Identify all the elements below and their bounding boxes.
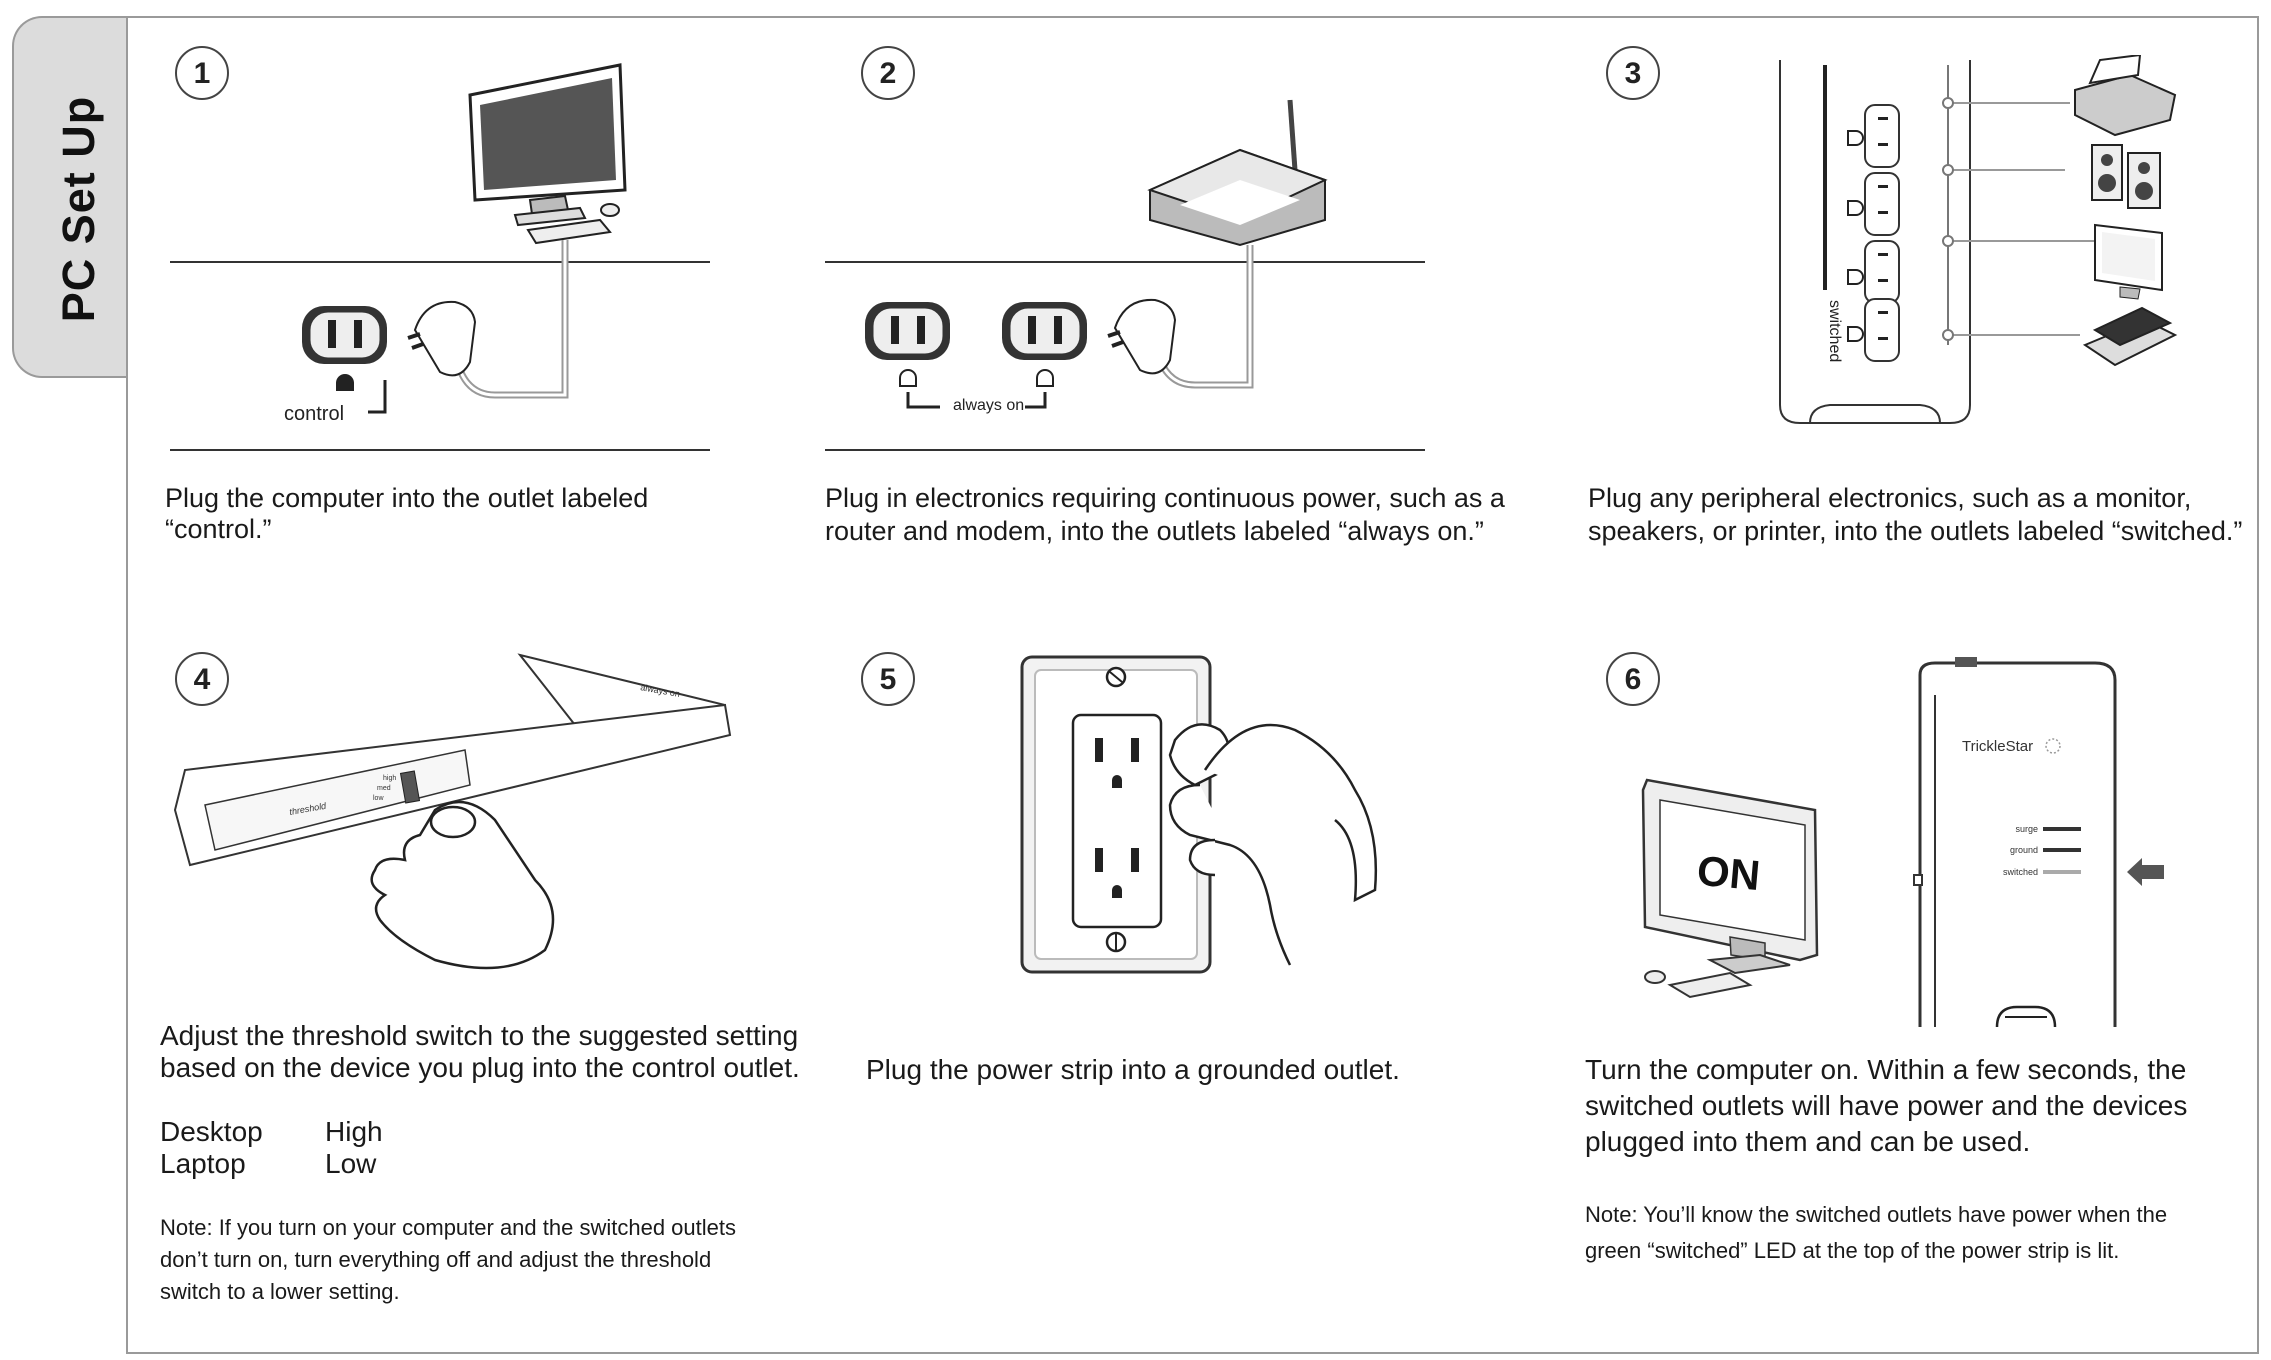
switched-label: switched (1826, 300, 1843, 362)
brand-star-icon (2045, 738, 2061, 754)
setting-value-high: High (325, 1116, 383, 1147)
always-on-outlet-2-icon (1002, 302, 1087, 387)
step-6-number: 6 (1606, 652, 1660, 706)
always-on-label: always on (953, 397, 1024, 414)
step-5-text: Plug the power strip into a grounded out… (866, 1054, 1400, 1085)
led-surge-label: surge (2015, 824, 2038, 834)
switched-outlet-icon (1847, 172, 1900, 236)
switched-outlet-icon (1847, 104, 1900, 168)
step-3-text-line2: speakers, or printer, into the outlets l… (1588, 516, 2243, 546)
setting-value-low: Low (325, 1148, 377, 1179)
step-2-text-line1: Plug in electronics requiring continuous… (825, 483, 1505, 513)
step-2-number: 2 (861, 46, 915, 100)
step-2-text-line2: router and modem, into the outlets label… (825, 516, 1484, 546)
control-label: control (284, 403, 344, 425)
arrow-left-icon (2127, 858, 2164, 886)
step-3-text-line1: Plug any peripheral electronics, such as… (1588, 483, 2192, 513)
hand-icon (370, 800, 555, 970)
monitor-on-icon: ON (1641, 778, 1819, 999)
step-4-number: 4 (175, 652, 229, 706)
svg-text:med: med (377, 785, 391, 792)
hand-with-plug-icon (1168, 723, 1378, 966)
printer-icon (2074, 55, 2177, 137)
step-4-note-line3: switch to a lower setting. (160, 1279, 400, 1304)
step-1-illustration: control (170, 63, 710, 451)
step-1-text-line1: Plug the computer into the outlet labele… (165, 483, 649, 513)
setting-device-desktop: Desktop (160, 1116, 263, 1147)
step-2-illustration: always on (825, 99, 1425, 451)
router-icon (1147, 99, 1328, 247)
plug-icon (1107, 298, 1177, 375)
led-ground-label: ground (2010, 845, 2038, 855)
step-6-note-line2: green “switched” LED at the top of the p… (1585, 1238, 2120, 1263)
led-switched-label: switched (2003, 867, 2038, 877)
computer-monitor-icon (468, 63, 627, 245)
step-4-text-line1: Adjust the threshold switch to the sugge… (160, 1020, 799, 1051)
step-6-text-line2: switched outlets will have power and the… (1585, 1090, 2188, 1121)
sidebar-title: PC Set Up (53, 95, 104, 323)
step-1-text-line2: “control.” (165, 514, 272, 544)
control-outlet-icon (302, 306, 387, 391)
step-6-text-line3: plugged into them and can be used. (1585, 1126, 2031, 1157)
setting-device-laptop: Laptop (160, 1148, 246, 1179)
step-1-number: 1 (175, 46, 229, 100)
svg-text:low: low (373, 795, 384, 802)
step-4-illustration: always on threshold high med low (173, 653, 732, 970)
speakers-icon (2091, 144, 2161, 209)
step-6-text-line1: Turn the computer on. Within a few secon… (1585, 1054, 2187, 1085)
svg-text:high: high (383, 775, 396, 782)
threshold-switch-icon (399, 770, 421, 804)
brand-label: TrickleStar (1962, 738, 2033, 755)
plug-icon (407, 300, 477, 377)
screen-on-text: ON (1695, 847, 1762, 899)
always-on-outlet-1-icon (865, 302, 950, 387)
step-4-note-line1: Note: If you turn on your computer and t… (160, 1215, 736, 1240)
monitor-icon (2094, 223, 2163, 300)
instruction-frame (126, 16, 2259, 1354)
step-6-illustration: ON TrickleStar surge ground switched (1641, 657, 2164, 1028)
step-5-number: 5 (861, 652, 915, 706)
step-3-illustration: switched (1779, 55, 2178, 424)
step-3-number: 3 (1606, 46, 1660, 100)
step-5-illustration (1020, 655, 1378, 974)
scanner-icon (2082, 306, 2178, 367)
power-strip-icon (1913, 657, 2117, 1028)
sidebar-tab: PC Set Up (12, 16, 128, 378)
wall-outlet-icon (1020, 655, 1212, 974)
step-6-note-line1: Note: You’ll know the switched outlets h… (1585, 1202, 2168, 1227)
switched-outlet-icon (1847, 298, 1900, 362)
step-4-text-line2: based on the device you plug into the co… (160, 1052, 800, 1083)
step-4-note-line2: don’t turn on, turn everything off and a… (160, 1247, 712, 1272)
